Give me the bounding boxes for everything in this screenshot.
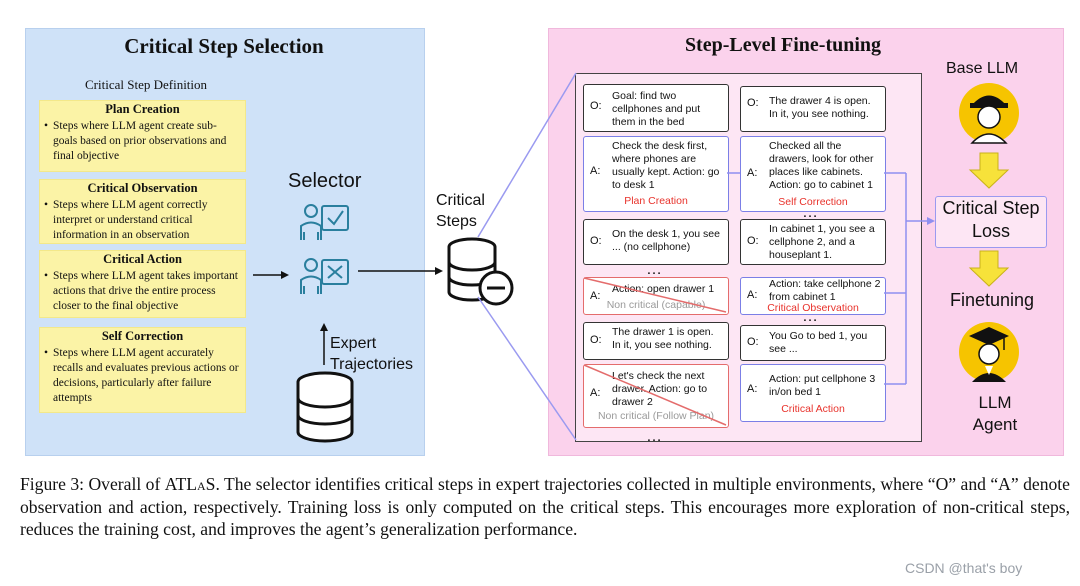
cell-noncritical-tag: Non critical (capable) bbox=[606, 299, 706, 311]
step-level-finetuning-title: Step-Level Fine-tuning bbox=[684, 34, 882, 56]
cell-noncritical-tag: Non critical (Follow Plan) bbox=[597, 410, 715, 422]
traj-cell-action-critical: A: Action: put cellphone 3 in/on bed 1 C… bbox=[740, 364, 886, 422]
traj-cell-observation: O: You Go to bed 1, you see ... bbox=[740, 325, 886, 361]
definition-box-title: Critical Action bbox=[103, 252, 182, 266]
cell-text: In cabinet 1, you see a cellphone 2, and… bbox=[769, 223, 875, 261]
critical-label-line: Steps bbox=[436, 213, 477, 230]
cell-prefix: A: bbox=[590, 387, 601, 399]
traj-cell-action-critical: A: Check the desk first, where phones ar… bbox=[583, 136, 729, 212]
cell-prefix: A: bbox=[590, 165, 601, 177]
ellipsis-dots: … bbox=[646, 428, 663, 445]
cell-text: Action: put cellphone 3 in/on bed 1 bbox=[769, 373, 876, 398]
selector-label: Selector bbox=[288, 170, 362, 192]
cell-text: The drawer 4 is open. In it, you see not… bbox=[769, 95, 871, 120]
definition-box-desc: Steps where LLM agent takes important ac… bbox=[39, 267, 246, 314]
cell-text: Checked all the drawers, look for other … bbox=[769, 140, 874, 191]
traj-cell-observation: O: Goal: find two cellphones and put the… bbox=[583, 84, 729, 132]
cell-prefix: A: bbox=[590, 290, 601, 302]
ellipsis-dots: … bbox=[802, 308, 819, 325]
cell-text: On the desk 1, you see ... (no cellphone… bbox=[612, 228, 720, 253]
expert-trajectories-label: Expert Trajectories bbox=[330, 333, 413, 375]
cell-prefix: O: bbox=[747, 235, 759, 247]
cell-critical-tag: Critical Action bbox=[781, 403, 845, 415]
cell-prefix: A: bbox=[747, 167, 758, 179]
traj-cell-observation: O: On the desk 1, you see ... (no cellph… bbox=[583, 219, 729, 265]
base-llm-label: Base LLM bbox=[946, 60, 1019, 77]
traj-cell-observation: O: In cabinet 1, you see a cellphone 2, … bbox=[740, 219, 886, 265]
definition-box-plan-creation: Plan Creation Steps where LLM agent crea… bbox=[39, 100, 246, 172]
ellipsis-dots: … bbox=[802, 204, 819, 221]
cell-text: Goal: find two cellphones and put them i… bbox=[612, 90, 701, 128]
arrow-selector-to-critical-steps bbox=[358, 267, 443, 275]
finetuning-label: Finetuning bbox=[950, 290, 1035, 310]
arrow-base-to-loss bbox=[968, 152, 1010, 189]
arrow-loss-to-finetune bbox=[968, 250, 1010, 287]
cell-prefix: O: bbox=[747, 97, 759, 109]
definition-box-self-correction: Self Correction Steps where LLM agent ac… bbox=[39, 327, 246, 413]
figure-caption: Figure 3: Overall of ATLaS. The selector… bbox=[20, 473, 1070, 541]
critical-connectors bbox=[727, 172, 935, 385]
traj-cell-observation: O: The drawer 4 is open. In it, you see … bbox=[740, 86, 886, 132]
cell-text: Action: take cellphone 2 from cabinet 1 bbox=[769, 278, 881, 303]
database-icon bbox=[296, 371, 354, 443]
cell-critical-tag: Plan Creation bbox=[624, 195, 688, 207]
watermark: CSDN @that's boy bbox=[905, 560, 1023, 576]
arrow-definitions-to-selector bbox=[253, 271, 289, 279]
database-minus-icon bbox=[447, 237, 514, 306]
definition-box-critical-action: Critical Action Steps where LLM agent ta… bbox=[39, 250, 246, 318]
cell-prefix: O: bbox=[590, 334, 602, 346]
selector-check-person-icon bbox=[300, 204, 349, 240]
critical-step-definition-title: Critical Step Definition bbox=[85, 77, 208, 92]
critical-label-line: Critical bbox=[436, 192, 485, 209]
critical-step-loss-box: Critical Step Loss bbox=[935, 196, 1047, 248]
caption-body: . The selector identifies critical steps… bbox=[20, 474, 1070, 539]
noncritical-strike bbox=[583, 277, 727, 426]
definition-box-desc: Steps where LLM agent create sub-goals b… bbox=[39, 117, 246, 164]
cell-text: Action: open drawer 1 bbox=[612, 283, 715, 295]
cell-text: Let's check the next drawer. Action: go … bbox=[612, 370, 708, 408]
critical-steps-label: Critical Steps bbox=[436, 190, 485, 232]
cell-text: You Go to bed 1, you see ... bbox=[769, 330, 868, 355]
cell-prefix: O: bbox=[747, 336, 759, 348]
cell-text: Check the desk first, where phones are u… bbox=[612, 140, 720, 191]
loss-label-line: Loss bbox=[971, 221, 1011, 241]
cell-prefix: O: bbox=[590, 100, 602, 112]
base-llm-avatar-icon bbox=[959, 83, 1019, 144]
cell-prefix: A: bbox=[747, 289, 758, 301]
agent-label-line: Agent bbox=[972, 415, 1018, 434]
definition-box-desc: Steps where LLM agent correctly interpre… bbox=[39, 196, 246, 243]
cell-critical-tag: Critical Observation bbox=[767, 302, 859, 314]
loss-label-line: Critical Step bbox=[942, 198, 1040, 218]
traj-cell-action-critical: A: Checked all the drawers, look for oth… bbox=[740, 136, 886, 212]
caption-method-name: ATLaS bbox=[164, 474, 216, 494]
definition-box-title: Self Correction bbox=[101, 329, 184, 343]
cell-critical-tag: Self Correction bbox=[778, 196, 848, 208]
llm-agent-label: LLM Agent bbox=[965, 392, 1025, 436]
definition-box-desc: Steps where LLM agent accurately recalls… bbox=[39, 344, 246, 406]
critical-step-selection-title: Critical Step Selection bbox=[124, 34, 324, 58]
expert-label-line: Expert bbox=[330, 335, 377, 352]
llm-agent-avatar-icon bbox=[959, 322, 1019, 382]
projection-lines bbox=[477, 72, 577, 441]
cell-prefix: A: bbox=[747, 383, 758, 395]
caption-prefix: Figure 3: Overall of bbox=[20, 474, 165, 494]
selector-cross-person-icon bbox=[300, 258, 349, 294]
traj-cell-action-critical: A: Action: take cellphone 2 from cabinet… bbox=[740, 277, 886, 315]
ellipsis-dots: … bbox=[646, 261, 663, 278]
expert-label-line: Trajectories bbox=[330, 356, 413, 373]
cell-text: The drawer 1 is open. In it, you see not… bbox=[612, 326, 714, 351]
definition-box-critical-observation: Critical Observation Steps where LLM age… bbox=[39, 179, 246, 244]
cell-prefix: O: bbox=[590, 235, 602, 247]
definition-box-title: Plan Creation bbox=[105, 102, 180, 116]
traj-cell-observation: O: The drawer 1 is open. In it, you see … bbox=[583, 322, 729, 360]
definition-box-title: Critical Observation bbox=[87, 181, 198, 195]
arrow-trajectories-to-selector bbox=[320, 323, 328, 365]
agent-label-line: LLM bbox=[978, 393, 1012, 412]
